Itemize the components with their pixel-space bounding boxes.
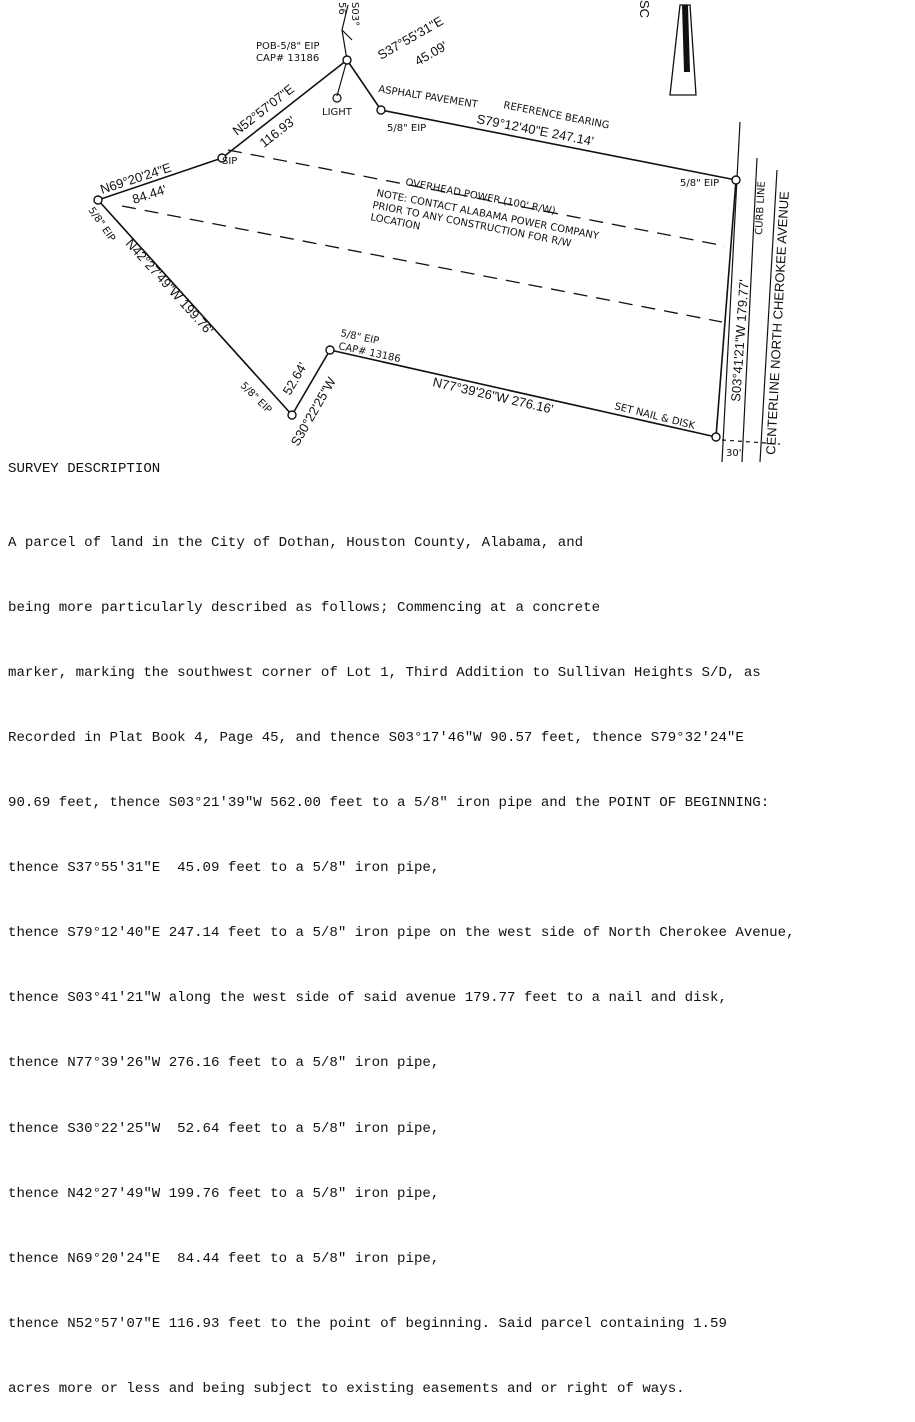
survey-plat-drawing: SC 56 S03° POB-5/8" EIP CAP# 13186 LIGHT… <box>86 0 792 463</box>
north-arrow-icon <box>669 4 697 96</box>
boundary-line-2 <box>380 109 737 181</box>
power-easement-lines <box>121 149 726 323</box>
boundary-line-1 <box>346 59 382 111</box>
description-line: being more particularly described as fol… <box>8 599 601 616</box>
description-line: acres more or less and being subject to … <box>8 1380 685 1397</box>
description-line: thence S37°55'31"E 45.09 feet to a 5/8" … <box>8 860 440 877</box>
label-pob-cap: CAP# 13186 <box>256 53 319 64</box>
description-line: thence N77°39'26"W 276.16 feet to a 5/8"… <box>8 1055 440 1072</box>
description-line: thence N42°27'49"W 199.76 feet to a 5/8"… <box>8 1185 440 1202</box>
scale-fragment: SC <box>637 0 652 18</box>
boundary-line-5 <box>291 349 331 416</box>
monument-se <box>711 432 721 442</box>
monument-e <box>731 175 741 185</box>
boundary-line-7 <box>97 157 223 201</box>
description-line: 90.69 feet, thence S03°21'39"W 562.00 fe… <box>8 794 770 811</box>
monument-ne <box>376 105 386 115</box>
boundary-line-3 <box>715 179 737 438</box>
label-light: LIGHT <box>322 107 353 118</box>
bearing-4: N77°39'26"W 276.16' <box>431 374 554 416</box>
boundary-line-8 <box>221 59 348 159</box>
boundary-line-4 <box>329 349 717 438</box>
north-fragment-2: S03° <box>349 2 360 26</box>
monument-s <box>287 410 297 420</box>
description-line: marker, marking the southwest corner of … <box>8 664 761 681</box>
description-line: thence N69°20'24"E 84.44 feet to a 5/8" … <box>8 1250 440 1267</box>
survey-description: SURVEY DESCRIPTION A parcel of land in t… <box>8 416 908 1422</box>
description-heading: SURVEY DESCRIPTION <box>8 461 161 478</box>
monument-sip <box>217 153 227 163</box>
label-eip-bottom: 5/8" EIP <box>238 380 273 415</box>
monument-mid <box>325 345 335 355</box>
label-eip-right: 5/8" EIP <box>680 178 719 189</box>
label-offset-30: 30' <box>726 448 741 459</box>
parcel-boundary <box>97 59 737 438</box>
description-line: thence S30°22'25"W 52.64 feet to a 5/8" … <box>8 1120 440 1137</box>
monuments <box>93 55 741 442</box>
light-pole <box>332 4 353 103</box>
label-sip: SIP <box>222 156 237 167</box>
description-line: Recorded in Plat Book 4, Page 45, and th… <box>8 729 744 746</box>
monument-pob <box>342 55 352 65</box>
label-eip-left: 5/8" EIP <box>86 205 117 243</box>
label-asphalt: ASPHALT PAVEMENT <box>378 84 480 111</box>
label-pob: POB-5/8" EIP <box>256 41 320 52</box>
monument-w <box>93 195 103 205</box>
description-line: A parcel of land in the City of Dothan, … <box>8 534 584 551</box>
description-line: thence S03°41'21"W along the west side o… <box>8 990 727 1007</box>
label-eip-top: 5/8" EIP <box>387 123 426 134</box>
boundary-line-6 <box>97 199 293 416</box>
description-line: thence S79°12'40"E 247.14 feet to a 5/8"… <box>8 925 795 942</box>
north-fragment: 56 <box>336 2 347 15</box>
description-line: thence N52°57'07"E 116.93 feet to the po… <box>8 1315 727 1332</box>
bearing-6: N42°27'49"W 199.76' <box>123 236 217 338</box>
label-curb-line: CURB LINE <box>754 181 768 235</box>
distance-1: 45.09' <box>412 38 450 68</box>
